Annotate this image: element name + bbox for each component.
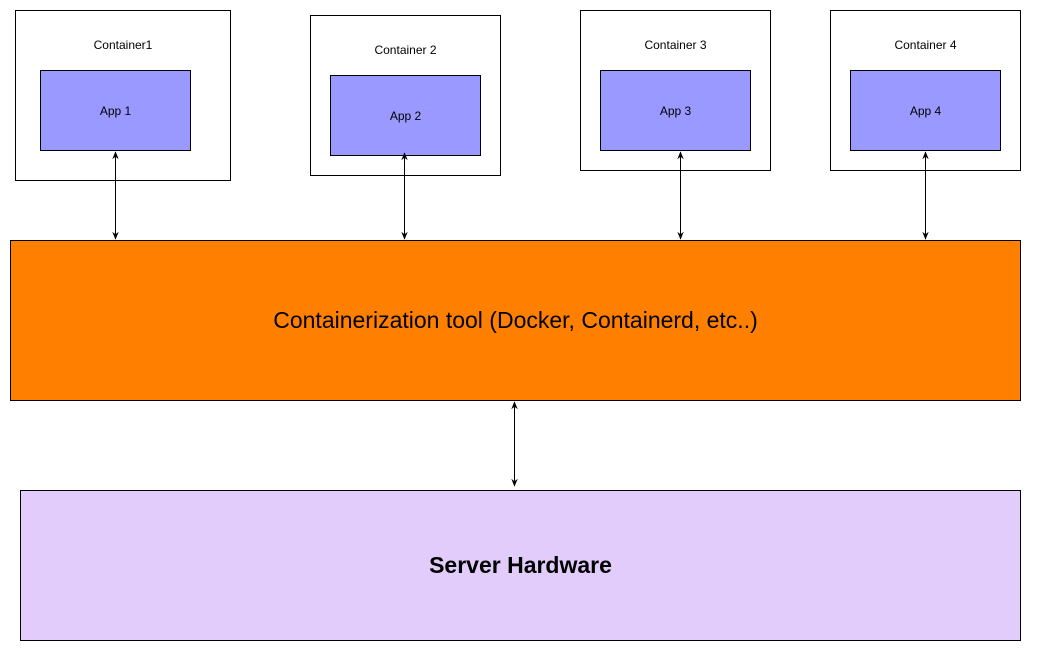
container-2-label: Container 2 <box>374 43 437 57</box>
container-4: Container 4 App 4 <box>830 10 1021 171</box>
container-1: Container1 App 1 <box>15 10 231 181</box>
containerization-tool-box: Containerization tool (Docker, Container… <box>10 240 1021 401</box>
container-2: Container 2 App 2 <box>310 15 501 176</box>
app-3-box: App 3 <box>600 70 751 151</box>
container-3: Container 3 App 3 <box>580 10 771 171</box>
app-2-box: App 2 <box>330 75 481 156</box>
app-4-box: App 4 <box>850 70 1001 151</box>
container-4-label: Container 4 <box>894 38 957 52</box>
app-1-box: App 1 <box>40 70 191 151</box>
server-hardware-box: Server Hardware <box>20 490 1021 641</box>
container-3-label: Container 3 <box>644 38 707 52</box>
container-1-label: Container1 <box>93 38 153 52</box>
